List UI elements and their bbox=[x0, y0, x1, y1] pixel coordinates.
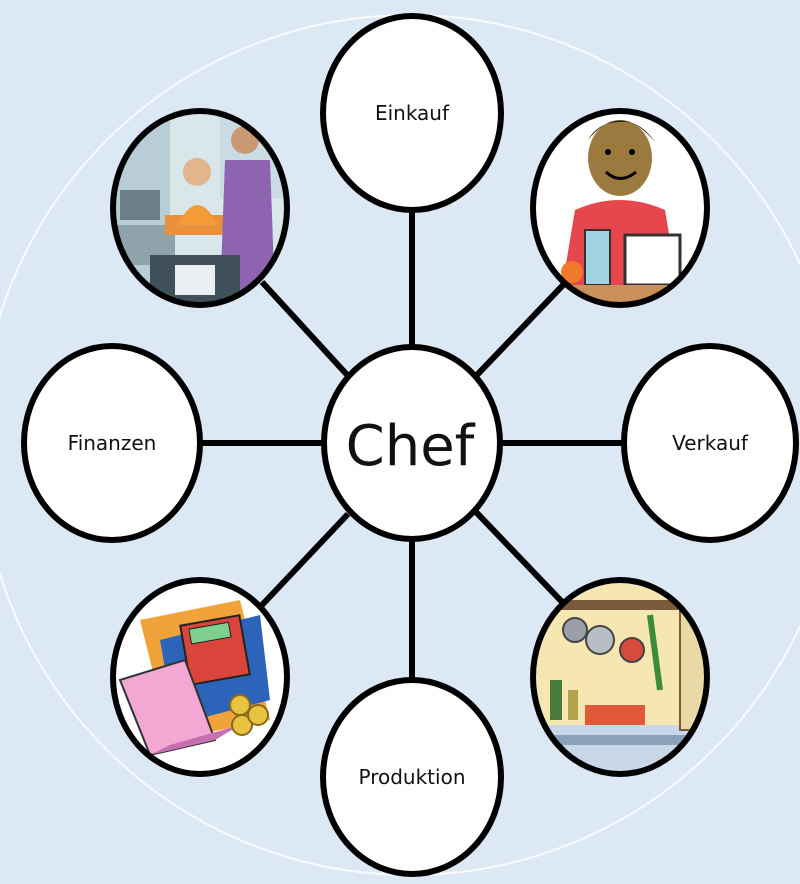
kitchen-icon bbox=[530, 577, 710, 777]
node-center-label: Chef bbox=[346, 414, 476, 479]
node-left-label: Finanzen bbox=[68, 431, 157, 455]
accounting-icon bbox=[110, 577, 290, 777]
connectors bbox=[200, 210, 625, 690]
node-bottom: Produktion bbox=[320, 677, 504, 877]
office-scene-icon bbox=[110, 108, 290, 308]
connector-bottom-right bbox=[473, 509, 568, 608]
connector-bottom-left bbox=[259, 511, 351, 608]
connector-top-left bbox=[259, 279, 353, 381]
node-top: Einkauf bbox=[320, 13, 504, 213]
node-top-label: Einkauf bbox=[375, 101, 450, 125]
connector-top-right bbox=[473, 280, 568, 379]
node-bottom-label: Produktion bbox=[359, 765, 466, 789]
node-center: Chef bbox=[321, 344, 503, 542]
node-left: Finanzen bbox=[21, 343, 203, 543]
node-right-label: Verkauf bbox=[672, 431, 749, 455]
cashier-icon bbox=[530, 108, 710, 308]
node-right: Verkauf bbox=[621, 343, 799, 543]
